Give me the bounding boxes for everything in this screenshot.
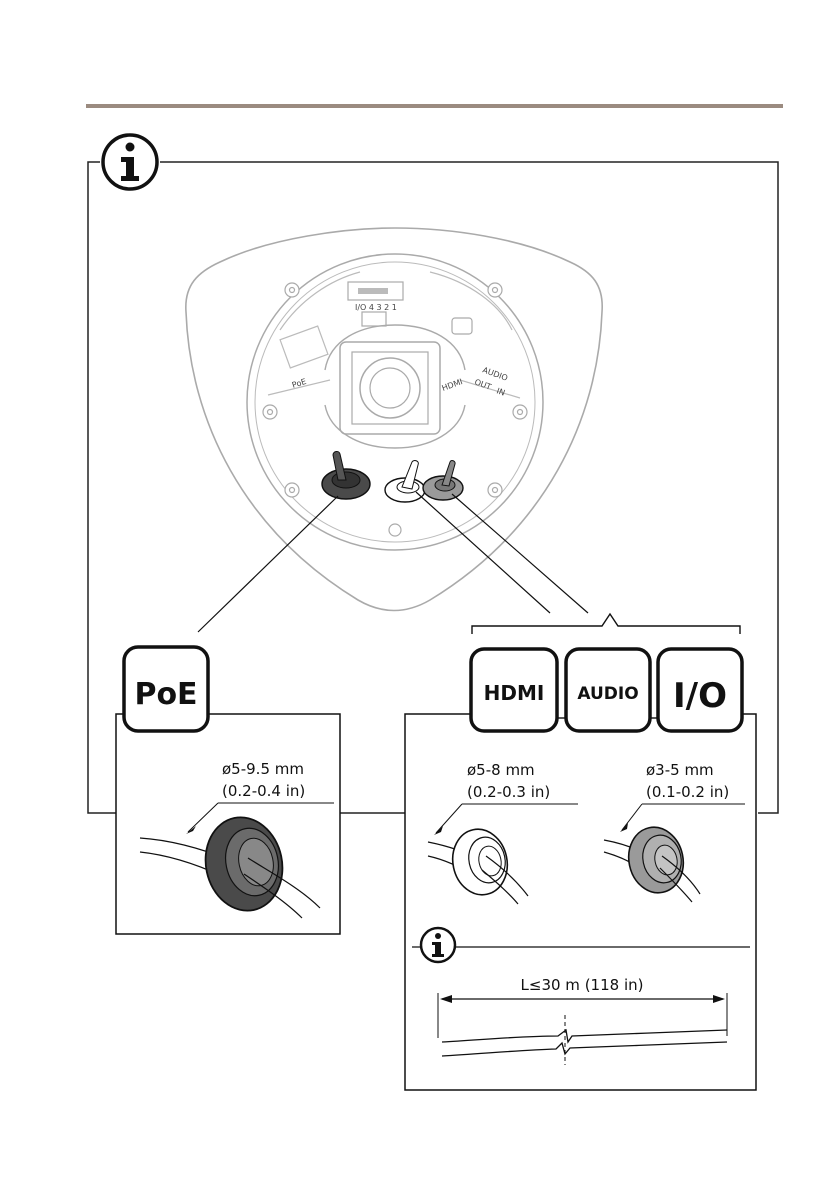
camera-housing: I/O 4 3 2 1 PoE HDMI AUDIO OUT IN <box>186 228 602 611</box>
hdmi-badge: HDMI <box>471 649 557 731</box>
io-diameter-label: ø3-5 mm <box>646 761 714 779</box>
io-badge: I/O <box>658 649 742 731</box>
cable-length-dimension <box>438 993 727 1065</box>
io-port-label: I/O 4 3 2 1 <box>355 303 397 312</box>
poe-diameter-label: ø5-9.5 mm <box>222 760 304 778</box>
hdmi-inches-label: (0.2-0.3 in) <box>467 783 550 801</box>
io-inches-label: (0.1-0.2 in) <box>646 783 729 801</box>
svg-text:PoE: PoE <box>134 677 197 712</box>
info-icon <box>103 135 157 189</box>
poe-badge: PoE <box>124 647 208 731</box>
hdmi-gasket-detail <box>428 824 528 904</box>
hdmi-diameter-label: ø5-8 mm <box>467 761 535 779</box>
io-gasket-detail <box>604 822 700 902</box>
svg-text:AUDIO: AUDIO <box>577 684 638 704</box>
header-rule <box>86 104 783 108</box>
svg-text:HDMI: HDMI <box>484 681 545 705</box>
poe-gasket-detail <box>140 810 320 918</box>
small-info-icon <box>421 928 455 962</box>
cable-length-label: L≤30 m (118 in) <box>521 976 644 994</box>
audio-badge: AUDIO <box>566 649 650 731</box>
connector-group-bracket <box>472 614 740 634</box>
poe-inches-label: (0.2-0.4 in) <box>222 782 305 800</box>
svg-text:I/O: I/O <box>673 676 727 716</box>
